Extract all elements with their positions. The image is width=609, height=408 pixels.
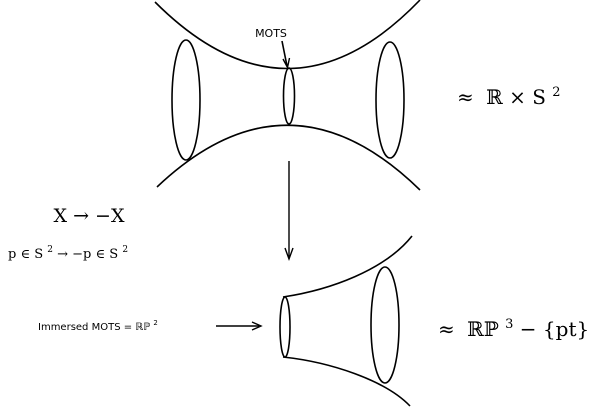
map-label-p-sup1: 2 bbox=[47, 245, 53, 255]
map-label-p-sup2: 2 bbox=[122, 245, 128, 255]
bottom-equivalence-formula: ≈ ℝℙ 3 − {pt} bbox=[438, 309, 589, 341]
mots-throat-ellipse bbox=[284, 68, 295, 124]
quotient-map-arrow bbox=[285, 161, 293, 259]
map-label-p: p ∈ S 2 → −p ∈ S 2 bbox=[8, 241, 128, 262]
bottom-figure bbox=[216, 236, 412, 406]
top-equiv-text: ℝ × S bbox=[486, 85, 546, 109]
mots-label: MOTS bbox=[255, 27, 287, 40]
bottom-equiv-symbol: ≈ bbox=[438, 317, 455, 341]
immersed-mots-ellipse bbox=[280, 297, 290, 357]
top-equiv-symbol: ≈ bbox=[457, 85, 474, 109]
top-equiv-sup: 2 bbox=[552, 85, 560, 100]
immersed-mots-label: Immersed MOTS = ℝℙ 2 bbox=[38, 319, 158, 333]
map-label-x: X → −X bbox=[54, 205, 125, 227]
right-sphere-ellipse bbox=[376, 42, 404, 158]
bottom-upper-boundary-curve bbox=[283, 236, 412, 297]
left-sphere-ellipse bbox=[172, 40, 200, 160]
bottom-equiv-sup: 3 bbox=[505, 317, 513, 332]
bottom-equiv-text: ℝℙ bbox=[467, 317, 499, 341]
top-figure bbox=[155, 0, 420, 190]
immersed-mots-label-text: Immersed MOTS = ℝℙ bbox=[38, 322, 150, 333]
bottom-right-sphere-ellipse bbox=[371, 267, 399, 383]
map-label-p-prefix: p ∈ S bbox=[8, 247, 43, 262]
immersed-mots-label-sup: 2 bbox=[153, 319, 157, 327]
bottom-equiv-suffix: − {pt} bbox=[520, 317, 589, 341]
map-label-p-mid: → −p ∈ S bbox=[57, 247, 118, 262]
top-equivalence-formula: ≈ ℝ × S 2 bbox=[457, 85, 561, 109]
bottom-lower-boundary-curve bbox=[283, 357, 410, 406]
